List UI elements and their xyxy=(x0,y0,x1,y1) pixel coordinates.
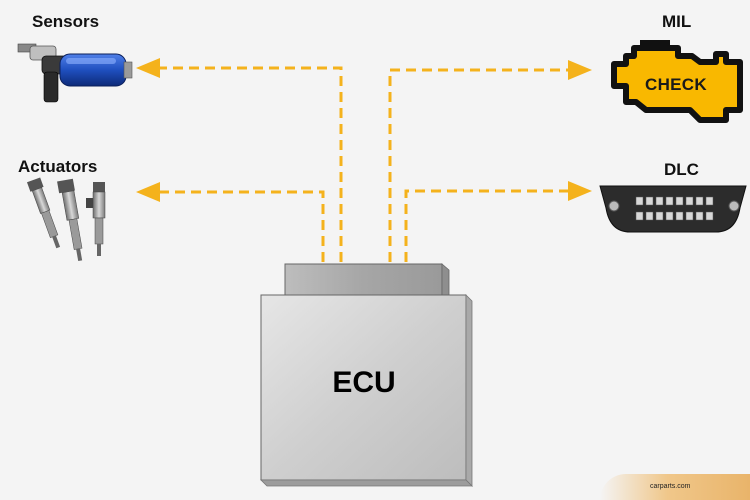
dlc-label: DLC xyxy=(664,160,699,179)
sensor-icon xyxy=(17,43,133,103)
arrow-right-dlc xyxy=(568,181,592,201)
ecu-to-dlc-line xyxy=(404,189,570,262)
watermark-text: carparts.com xyxy=(650,483,691,490)
sensors-label: Sensors xyxy=(32,12,100,31)
arrow-left-actuators xyxy=(136,182,160,202)
arrowheads xyxy=(136,58,592,202)
arrow-left-sensors xyxy=(136,58,160,78)
watermark-badge: carparts.com xyxy=(600,474,750,500)
ecu-label: ECU xyxy=(332,366,396,399)
ecu-connector-block xyxy=(284,263,443,299)
actuators-label: Actuators xyxy=(18,157,98,176)
dlc-port-icon xyxy=(599,185,747,233)
arrow-right-mil xyxy=(568,60,592,80)
ecu-to-mil-line xyxy=(388,68,570,262)
ecu-to-actuators-line xyxy=(158,190,325,262)
ecu-box xyxy=(260,263,473,487)
signal-lines xyxy=(158,66,570,262)
check-engine-text: CHECK xyxy=(645,75,707,94)
mil-label: MIL xyxy=(662,12,692,31)
check-engine-icon xyxy=(611,40,743,123)
actuators-icon xyxy=(26,177,106,262)
ecu-to-sensors-line xyxy=(158,66,343,262)
